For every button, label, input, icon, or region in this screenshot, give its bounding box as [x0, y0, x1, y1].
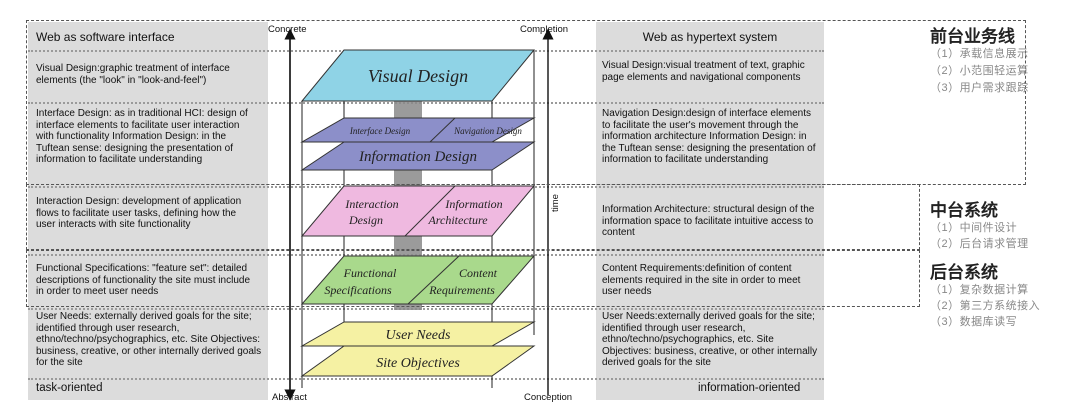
conception-label: Conception: [524, 392, 573, 403]
row-divider: [28, 378, 824, 380]
interaction-architecture-plane: [300, 185, 536, 237]
right-column-panel: [596, 22, 824, 400]
navigation-design-label: Navigation Design: [453, 126, 522, 136]
right-visual-design-text: Visual Design:visual treatment of text, …: [602, 60, 805, 83]
right-info-architecture-text: Information Architecture: structural des…: [602, 204, 815, 238]
interface-design-label: Interface Design: [349, 126, 411, 136]
information-architecture-label-line1: Information: [444, 197, 502, 211]
concrete-label: Concrete: [268, 24, 307, 35]
backend-item-1: （1）复杂数据计算: [930, 284, 1029, 296]
left-column-panel: [28, 22, 268, 400]
backend-title: 后台系统: [930, 263, 998, 282]
frontend-title: 前台业务线: [930, 27, 1015, 46]
functional-content-divider: [407, 255, 460, 305]
middle-item-2: （2）后台请求管理: [930, 238, 1029, 250]
left-visual-design-text: Visual Design:graphic treatment of inter…: [36, 63, 230, 86]
right-content-requirements-text: Content Requirements:definition of conte…: [602, 263, 801, 297]
frontend-item-1: （1）承载信息展示: [930, 48, 1029, 60]
row-divider: [28, 102, 824, 104]
abstract-label: Abstract: [272, 392, 307, 403]
content-label-line2: Requirements: [428, 283, 495, 297]
content-label-line1: Content: [459, 266, 498, 280]
right-navigation-information-text: Navigation Design:design of interface el…: [602, 108, 816, 165]
user-needs-label: User Needs: [386, 328, 451, 343]
interaction-label-line1: Interaction: [344, 197, 398, 211]
right-footer: information-oriented: [698, 382, 801, 394]
backend-item-2: （2）第三方系统接入: [930, 300, 1041, 312]
left-header: Web as software interface: [36, 30, 175, 44]
information-architecture-label-line2: Architecture: [427, 213, 488, 227]
functional-content-plane: [300, 255, 536, 305]
user-needs-plane: [300, 321, 536, 347]
information-design-label: Information Design: [358, 149, 477, 165]
visual-design-label: Visual Design: [368, 66, 468, 86]
functional-label-line1: Functional: [343, 266, 397, 280]
functional-label-line2: Specifications: [324, 283, 392, 297]
right-user-needs-text: User Needs:externally derived goals for …: [602, 311, 818, 368]
left-interaction-text: Interaction Design: development of appli…: [36, 196, 242, 230]
interface-navigation-divider: [429, 117, 456, 143]
middle-group-box: [26, 184, 920, 250]
middle-item-1: （1）中间件设计: [930, 222, 1018, 234]
visual-design-plane: [300, 49, 536, 102]
frontend-group-box: [26, 20, 1026, 185]
interaction-label-line2: Design: [348, 213, 383, 227]
left-interface-information-text: Interface Design: as in traditional HCI:…: [36, 108, 248, 165]
left-functional-text: Functional Specifications: "feature set"…: [36, 263, 250, 297]
left-user-needs-text: User Needs: externally derived goals for…: [36, 311, 262, 368]
row-divider: [28, 308, 824, 310]
right-header: Web as hypertext system: [642, 30, 778, 44]
left-footer: task-oriented: [36, 382, 103, 394]
backend-group-box: [26, 250, 920, 307]
interaction-architecture-divider: [404, 185, 456, 237]
middle-title: 中台系统: [930, 201, 998, 220]
completion-label: Completion: [520, 24, 569, 35]
frontend-item-3: （3）用户需求跟踪: [930, 82, 1029, 94]
backend-item-3: （3）数据库读写: [930, 316, 1018, 328]
frontend-item-2: （2）小范围轻运算: [930, 65, 1029, 77]
interface-navigation-plane: [300, 117, 536, 143]
site-objectives-label: Site Objectives: [376, 356, 460, 371]
row-divider: [28, 254, 824, 256]
